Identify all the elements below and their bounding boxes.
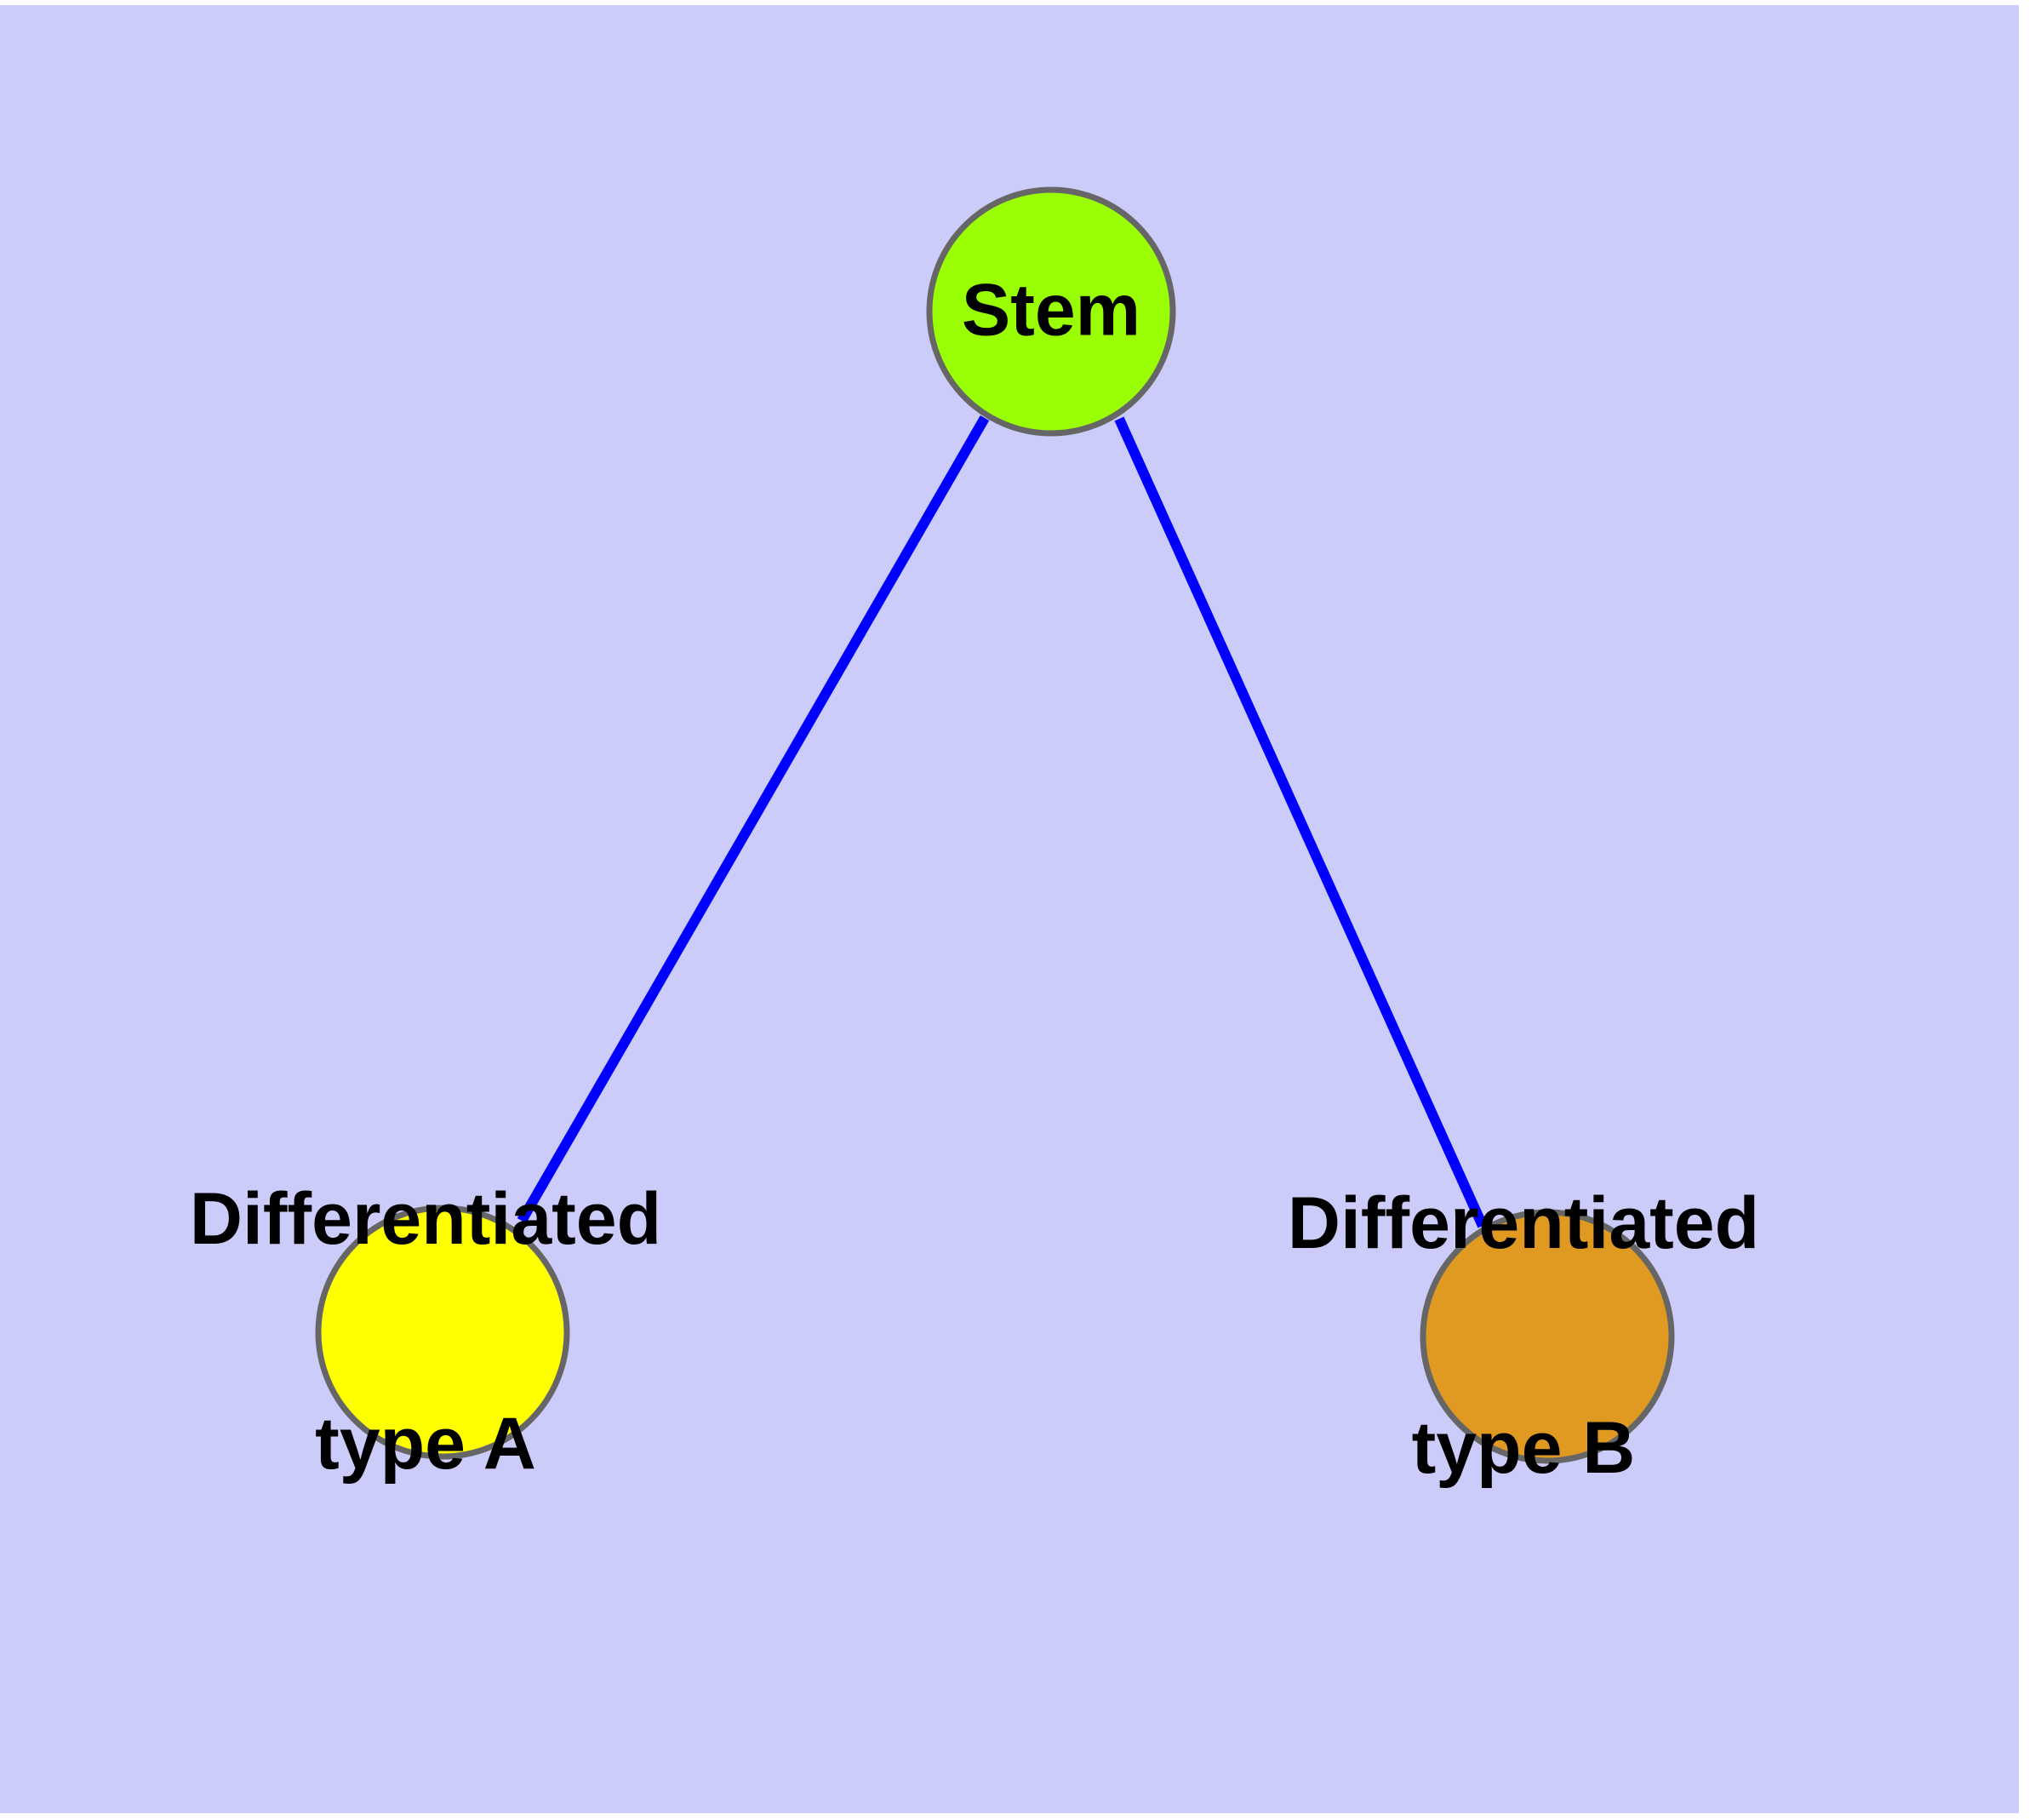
graph-plot-area: Stem Differentiated type A Differentiate… xyxy=(0,5,2019,1813)
node-differentiated-type-b[interactable] xyxy=(1420,1209,1675,1464)
edge-stem-to-differentiated-type-b xyxy=(1114,416,1488,1228)
graph-svg xyxy=(315,186,1675,1464)
edge-stem-to-differentiated-type-a xyxy=(517,415,990,1223)
node-layer xyxy=(315,186,1675,1464)
edge-layer xyxy=(517,415,1488,1228)
node-stem[interactable] xyxy=(926,186,1176,437)
node-differentiated-type-a[interactable] xyxy=(315,1205,570,1460)
